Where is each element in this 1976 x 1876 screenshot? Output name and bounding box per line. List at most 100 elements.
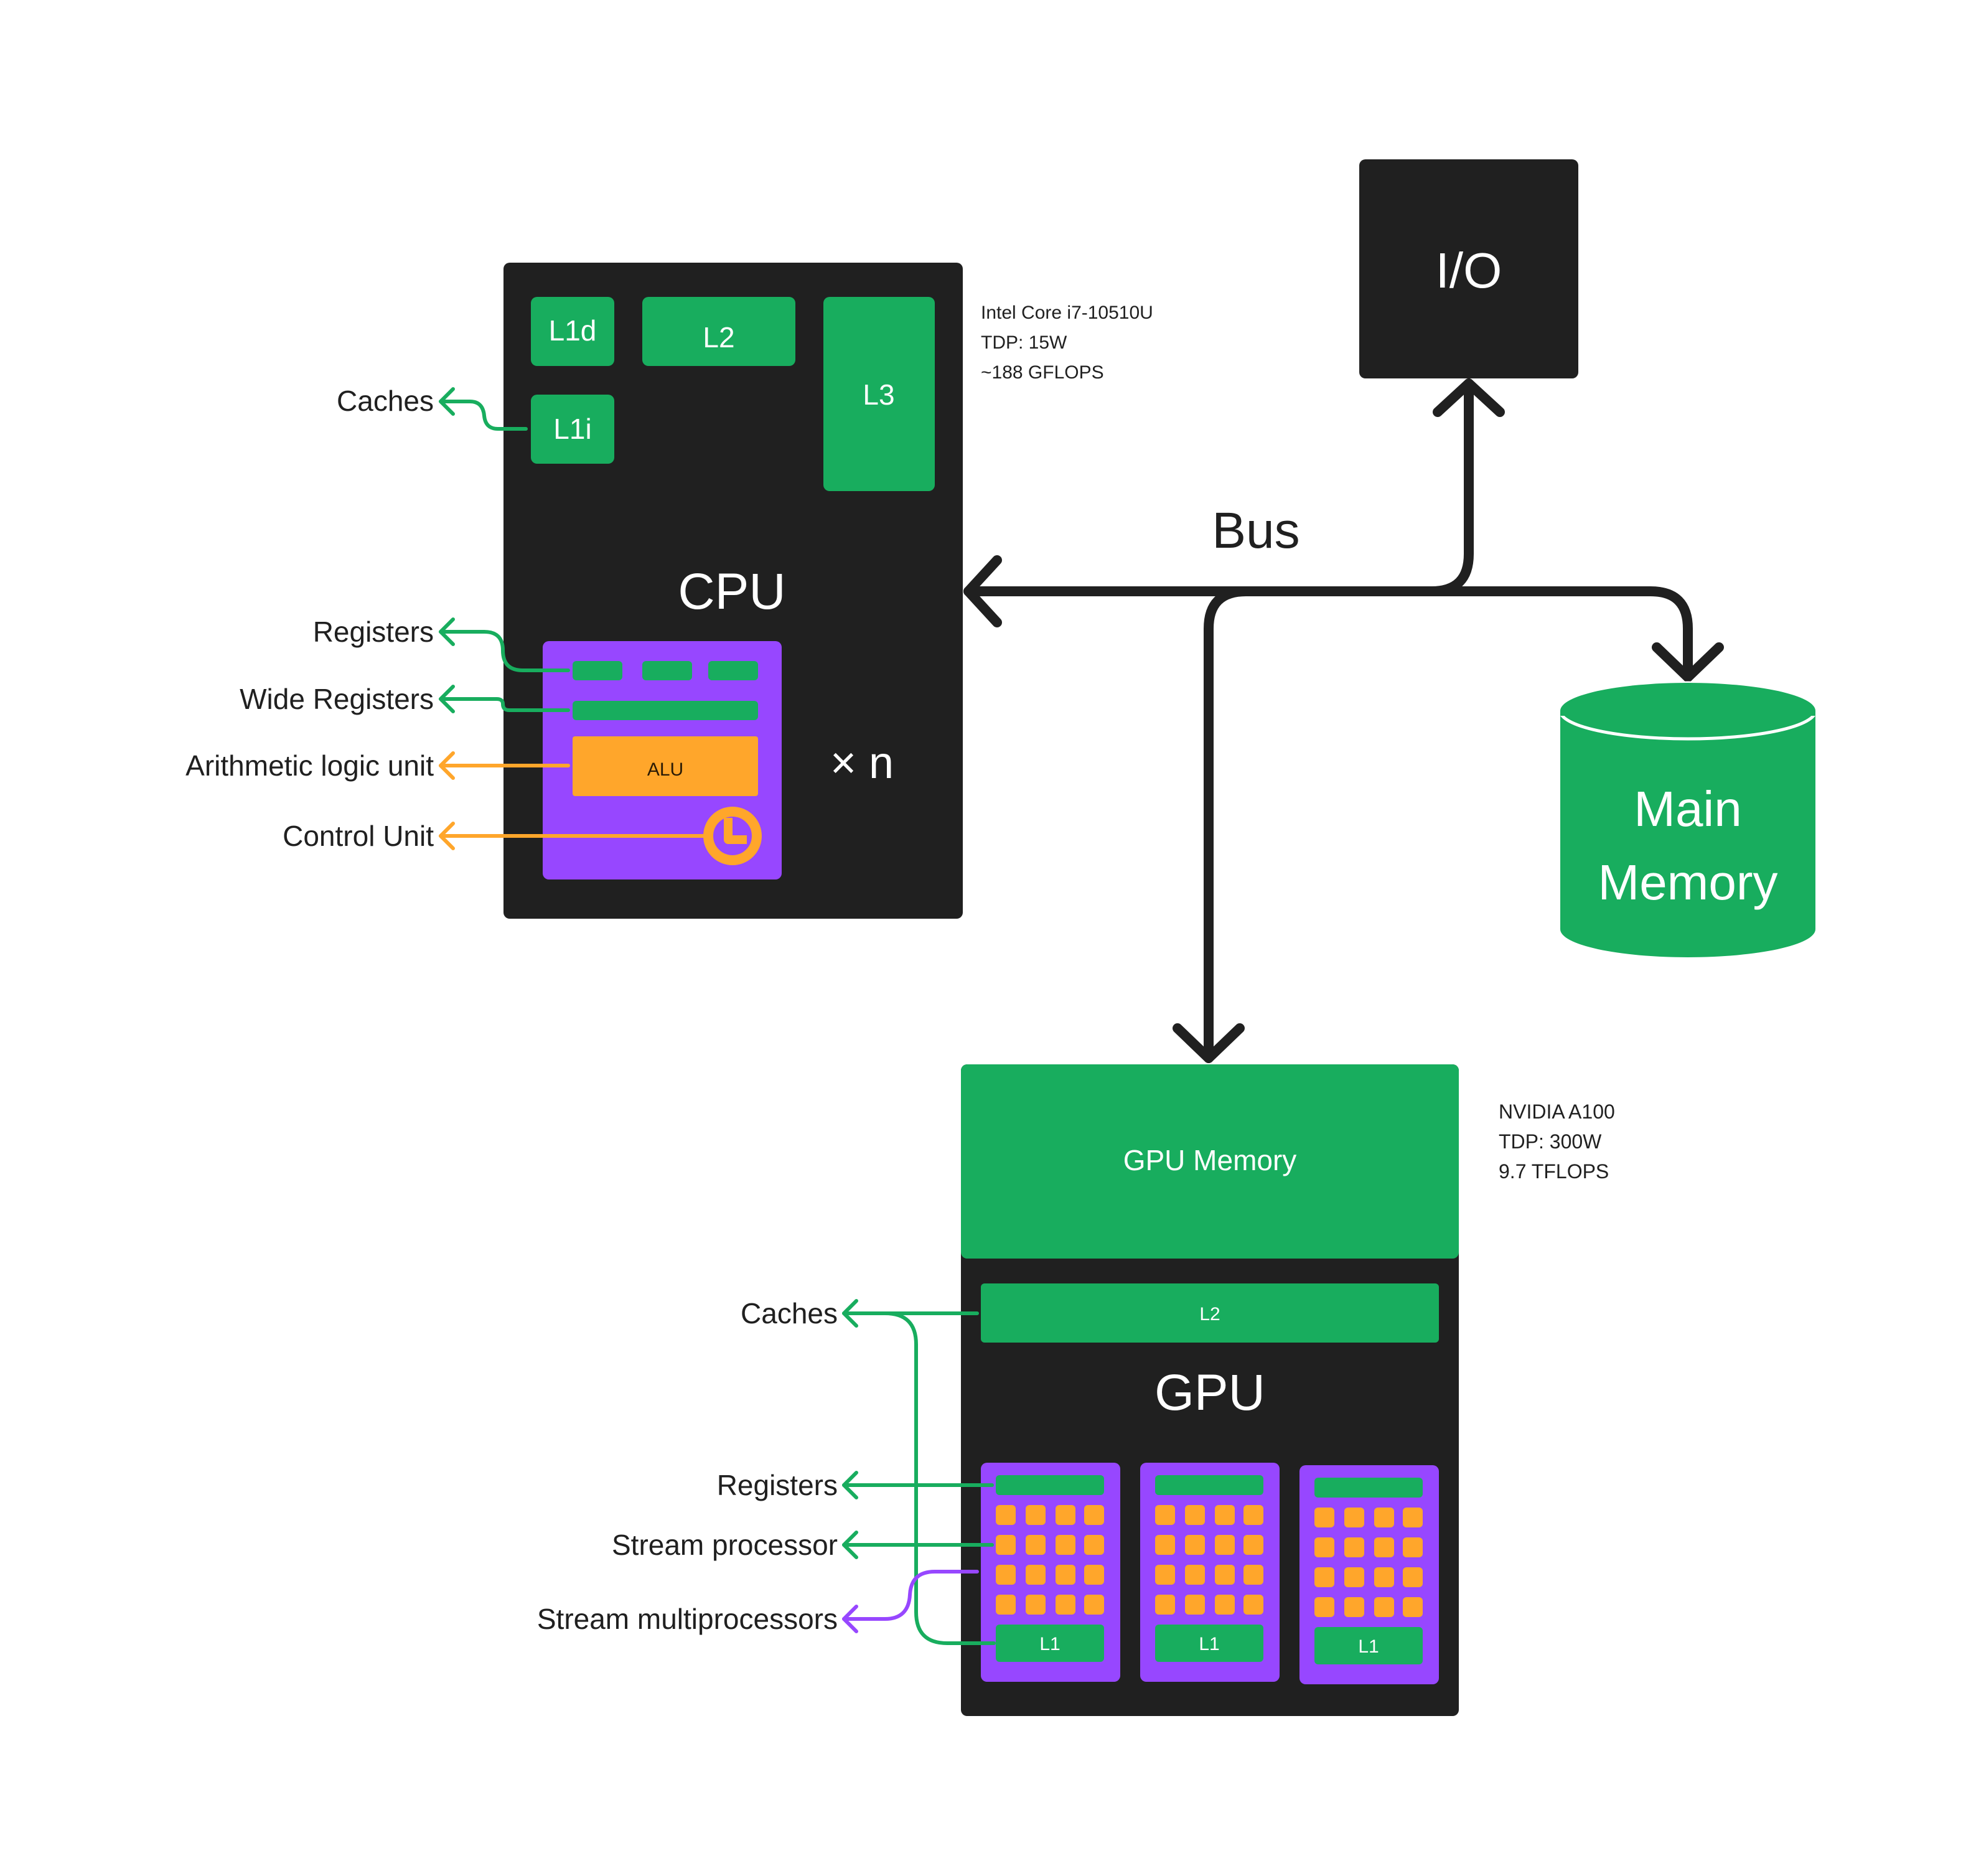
cpu-cache-l1i <box>531 395 614 464</box>
stream-processor <box>1056 1595 1075 1615</box>
gpu-memory <box>961 1064 1459 1259</box>
stream-processor <box>1374 1508 1394 1527</box>
stream-processor <box>1243 1595 1263 1615</box>
sm-cache-l1-label: L1 <box>1358 1636 1379 1657</box>
stream-processor <box>996 1595 1016 1615</box>
stream-processor <box>1215 1505 1235 1525</box>
cpu-cache-l2 <box>642 297 795 366</box>
gpu-cache-l2-label: L2 <box>1199 1304 1220 1325</box>
stream-processor <box>1344 1508 1364 1527</box>
stream-processor <box>1403 1597 1423 1617</box>
gpu-annotation-registers: Registers <box>717 1469 838 1501</box>
arrow-left-icon <box>842 1531 858 1559</box>
cpu-spec-flops: ~188 GFLOPS <box>981 362 1104 383</box>
bus-main-line <box>963 378 1474 596</box>
stream-processor <box>1374 1537 1394 1557</box>
stream-processor <box>1215 1535 1235 1555</box>
stream-processor <box>1403 1508 1423 1527</box>
stream-processor <box>1185 1505 1205 1525</box>
memory-label-line1: Main <box>1634 781 1741 837</box>
cpu-annotation-registers: Registers <box>313 616 434 648</box>
arrow-left-icon <box>439 617 455 646</box>
cpu-annotation-caches: Caches <box>337 385 434 417</box>
stream-processor <box>1056 1535 1075 1555</box>
stream-processor <box>1314 1508 1334 1527</box>
bus-down-branch <box>1204 586 1262 1063</box>
stream-processor <box>1314 1597 1334 1617</box>
arrow-left-icon <box>439 751 455 780</box>
main-memory: Main Memory <box>1558 681 1817 957</box>
stream-processor <box>996 1565 1016 1585</box>
gpu-annotations: Caches Registers Stream processor Stream… <box>537 1297 996 1645</box>
gpu-sm-leader <box>842 1570 979 1621</box>
arrow-left-icon <box>439 822 455 850</box>
cpu-alu <box>573 736 758 796</box>
cpu-cache-l3 <box>823 297 935 491</box>
cpu-wide-registers-leader <box>439 697 570 712</box>
gpu-cache-l2 <box>981 1283 1439 1343</box>
stream-processor <box>1056 1565 1075 1585</box>
bus: Bus <box>963 378 1724 1063</box>
stream-processor <box>996 1535 1016 1555</box>
io-block: I/O <box>1359 159 1578 378</box>
bus-right-branch <box>1426 586 1693 682</box>
stream-processor <box>1374 1597 1394 1617</box>
io-box <box>1359 159 1578 378</box>
gpu-l1-leader <box>883 1311 996 1645</box>
cpu-cache-l1d <box>531 297 614 366</box>
stream-processor <box>1374 1567 1394 1587</box>
stream-processor <box>1344 1597 1364 1617</box>
stream-processor <box>1026 1565 1046 1585</box>
stream-processor <box>1026 1505 1046 1525</box>
gpu-annotation-stream-processor: Stream processor <box>612 1529 838 1561</box>
stream-processor <box>1026 1535 1046 1555</box>
stream-processor <box>1185 1535 1205 1555</box>
gpu-label: GPU <box>1154 1364 1265 1421</box>
arrow-left-icon <box>439 685 455 713</box>
stream-processor <box>1084 1535 1104 1555</box>
gpu-annotation-caches: Caches <box>741 1297 838 1330</box>
stream-processor <box>1185 1595 1205 1615</box>
cpu-alu-label: ALU <box>647 759 683 780</box>
cpu-caches-leader <box>439 400 528 431</box>
arrow-left-icon <box>842 1605 858 1633</box>
cpu-spec-tdp: TDP: 15W <box>981 332 1067 353</box>
stream-processor <box>1215 1595 1235 1615</box>
cpu-annotation-control-unit: Control Unit <box>283 820 434 852</box>
stream-processor <box>1403 1537 1423 1557</box>
stream-processor <box>1155 1565 1175 1585</box>
streaming-multiprocessor: L1 <box>1140 1463 1280 1682</box>
sm-cache-l1 <box>996 1625 1104 1662</box>
gpu-memory-label: GPU Memory <box>1123 1144 1297 1176</box>
cpu-annotation-wide-registers: Wide Registers <box>240 683 434 715</box>
stream-processor <box>1215 1565 1235 1585</box>
stream-processor <box>1403 1567 1423 1587</box>
arrow-left-icon <box>842 1299 858 1328</box>
memory-label-line2: Memory <box>1598 855 1778 910</box>
stream-processor <box>1344 1537 1364 1557</box>
stream-processor <box>1155 1595 1175 1615</box>
stream-processor <box>1314 1537 1334 1557</box>
memory-cylinder-body <box>1560 711 1815 957</box>
cpu-cache-l1d-label: L1d <box>549 314 597 347</box>
stream-processor <box>1344 1567 1364 1587</box>
cpu-registers-leader <box>439 630 570 672</box>
sm-cache-l1 <box>1314 1627 1423 1664</box>
sm-cache-l1-label: L1 <box>1039 1634 1060 1654</box>
cpu-annotation-alu: Arithmetic logic unit <box>185 749 434 782</box>
cpu-cache-l3-label: L3 <box>863 378 894 411</box>
arrow-left-icon <box>842 1471 858 1499</box>
streaming-multiprocessor: L1 <box>981 1463 1120 1682</box>
stream-processor <box>1185 1565 1205 1585</box>
gpu-specs: NVIDIA A100 TDP: 300W 9.7 TFLOPS <box>1499 1100 1615 1183</box>
stream-processor <box>1056 1505 1075 1525</box>
cpu-cache-l2-label: L2 <box>703 321 734 354</box>
sm-cache-l1-label: L1 <box>1199 1634 1219 1654</box>
stream-processor <box>1084 1505 1104 1525</box>
sm-register-file <box>1155 1475 1263 1495</box>
stream-processor <box>1155 1505 1175 1525</box>
stream-processor <box>1243 1565 1263 1585</box>
stream-processor <box>1084 1595 1104 1615</box>
cpu-specs: Intel Core i7-10510U TDP: 15W ~188 GFLOP… <box>981 303 1153 383</box>
